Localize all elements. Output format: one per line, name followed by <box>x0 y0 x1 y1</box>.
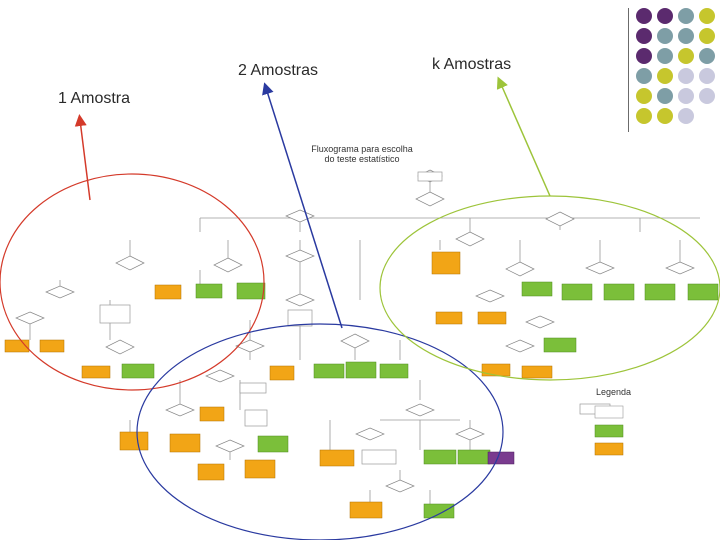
corner-dot <box>657 8 673 24</box>
corner-dot <box>678 8 694 24</box>
legend-neutral-box <box>594 405 624 419</box>
corner-divider-line <box>628 8 629 132</box>
two-samples-arrow <box>262 82 343 329</box>
corner-dot <box>699 28 715 44</box>
label-k-samples: k Amostras <box>432 56 512 73</box>
corner-dot <box>636 108 652 124</box>
corner-dot <box>657 48 673 64</box>
corner-dot <box>699 88 715 104</box>
corner-dot <box>699 48 715 64</box>
corner-dot <box>636 28 652 44</box>
corner-dot <box>636 48 652 64</box>
corner-dot <box>657 68 673 84</box>
corner-dot <box>678 48 694 64</box>
corner-dot <box>678 108 694 124</box>
corner-dot <box>678 68 694 84</box>
corner-dot <box>678 88 694 104</box>
decision-diamonds <box>15 169 695 493</box>
neutral-boxes <box>99 171 611 465</box>
corner-dot-grid <box>608 8 720 140</box>
corner-dot <box>636 88 652 104</box>
one-sample-circle <box>0 173 265 391</box>
corner-dot <box>657 28 673 44</box>
corner-dot <box>636 8 652 24</box>
corner-dot <box>699 68 715 84</box>
orange-result-boxes <box>4 251 624 519</box>
label-one-sample: 1 Amostra <box>58 90 131 107</box>
corner-dot <box>657 88 673 104</box>
k-samples-arrow <box>496 76 551 197</box>
diagram-title-line1: Fluxograma para escolha <box>311 144 413 154</box>
one-sample-arrow <box>74 114 91 201</box>
two-samples-circle <box>136 323 504 540</box>
corner-dot <box>657 108 673 124</box>
corner-dot <box>636 68 652 84</box>
green-result-boxes <box>121 281 719 519</box>
diagram-title-line2: do teste estatístico <box>324 154 399 164</box>
legend-title: Legenda <box>596 387 631 397</box>
label-two-samples: 2 Amostras <box>238 62 319 79</box>
corner-dot <box>699 8 715 24</box>
corner-dot <box>678 28 694 44</box>
purple-result-boxes <box>487 451 515 465</box>
